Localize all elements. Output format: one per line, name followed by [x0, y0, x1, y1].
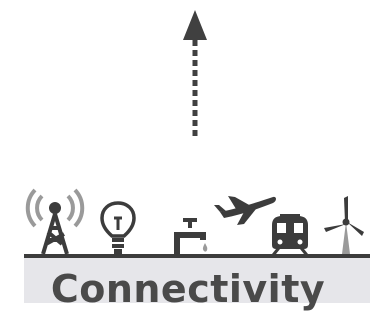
- diagram-title: Connectivity: [50, 267, 326, 311]
- arrow-head: [183, 10, 207, 40]
- lightbulb-icon: [100, 201, 136, 254]
- up-arrow: [183, 10, 207, 136]
- title-band: [24, 255, 370, 303]
- airplane-icon: [214, 196, 276, 225]
- wind-turbine-icon: [324, 196, 364, 254]
- radio-tower-icon: [25, 188, 85, 255]
- water-faucet-icon: [174, 218, 208, 254]
- train-icon: [272, 214, 308, 254]
